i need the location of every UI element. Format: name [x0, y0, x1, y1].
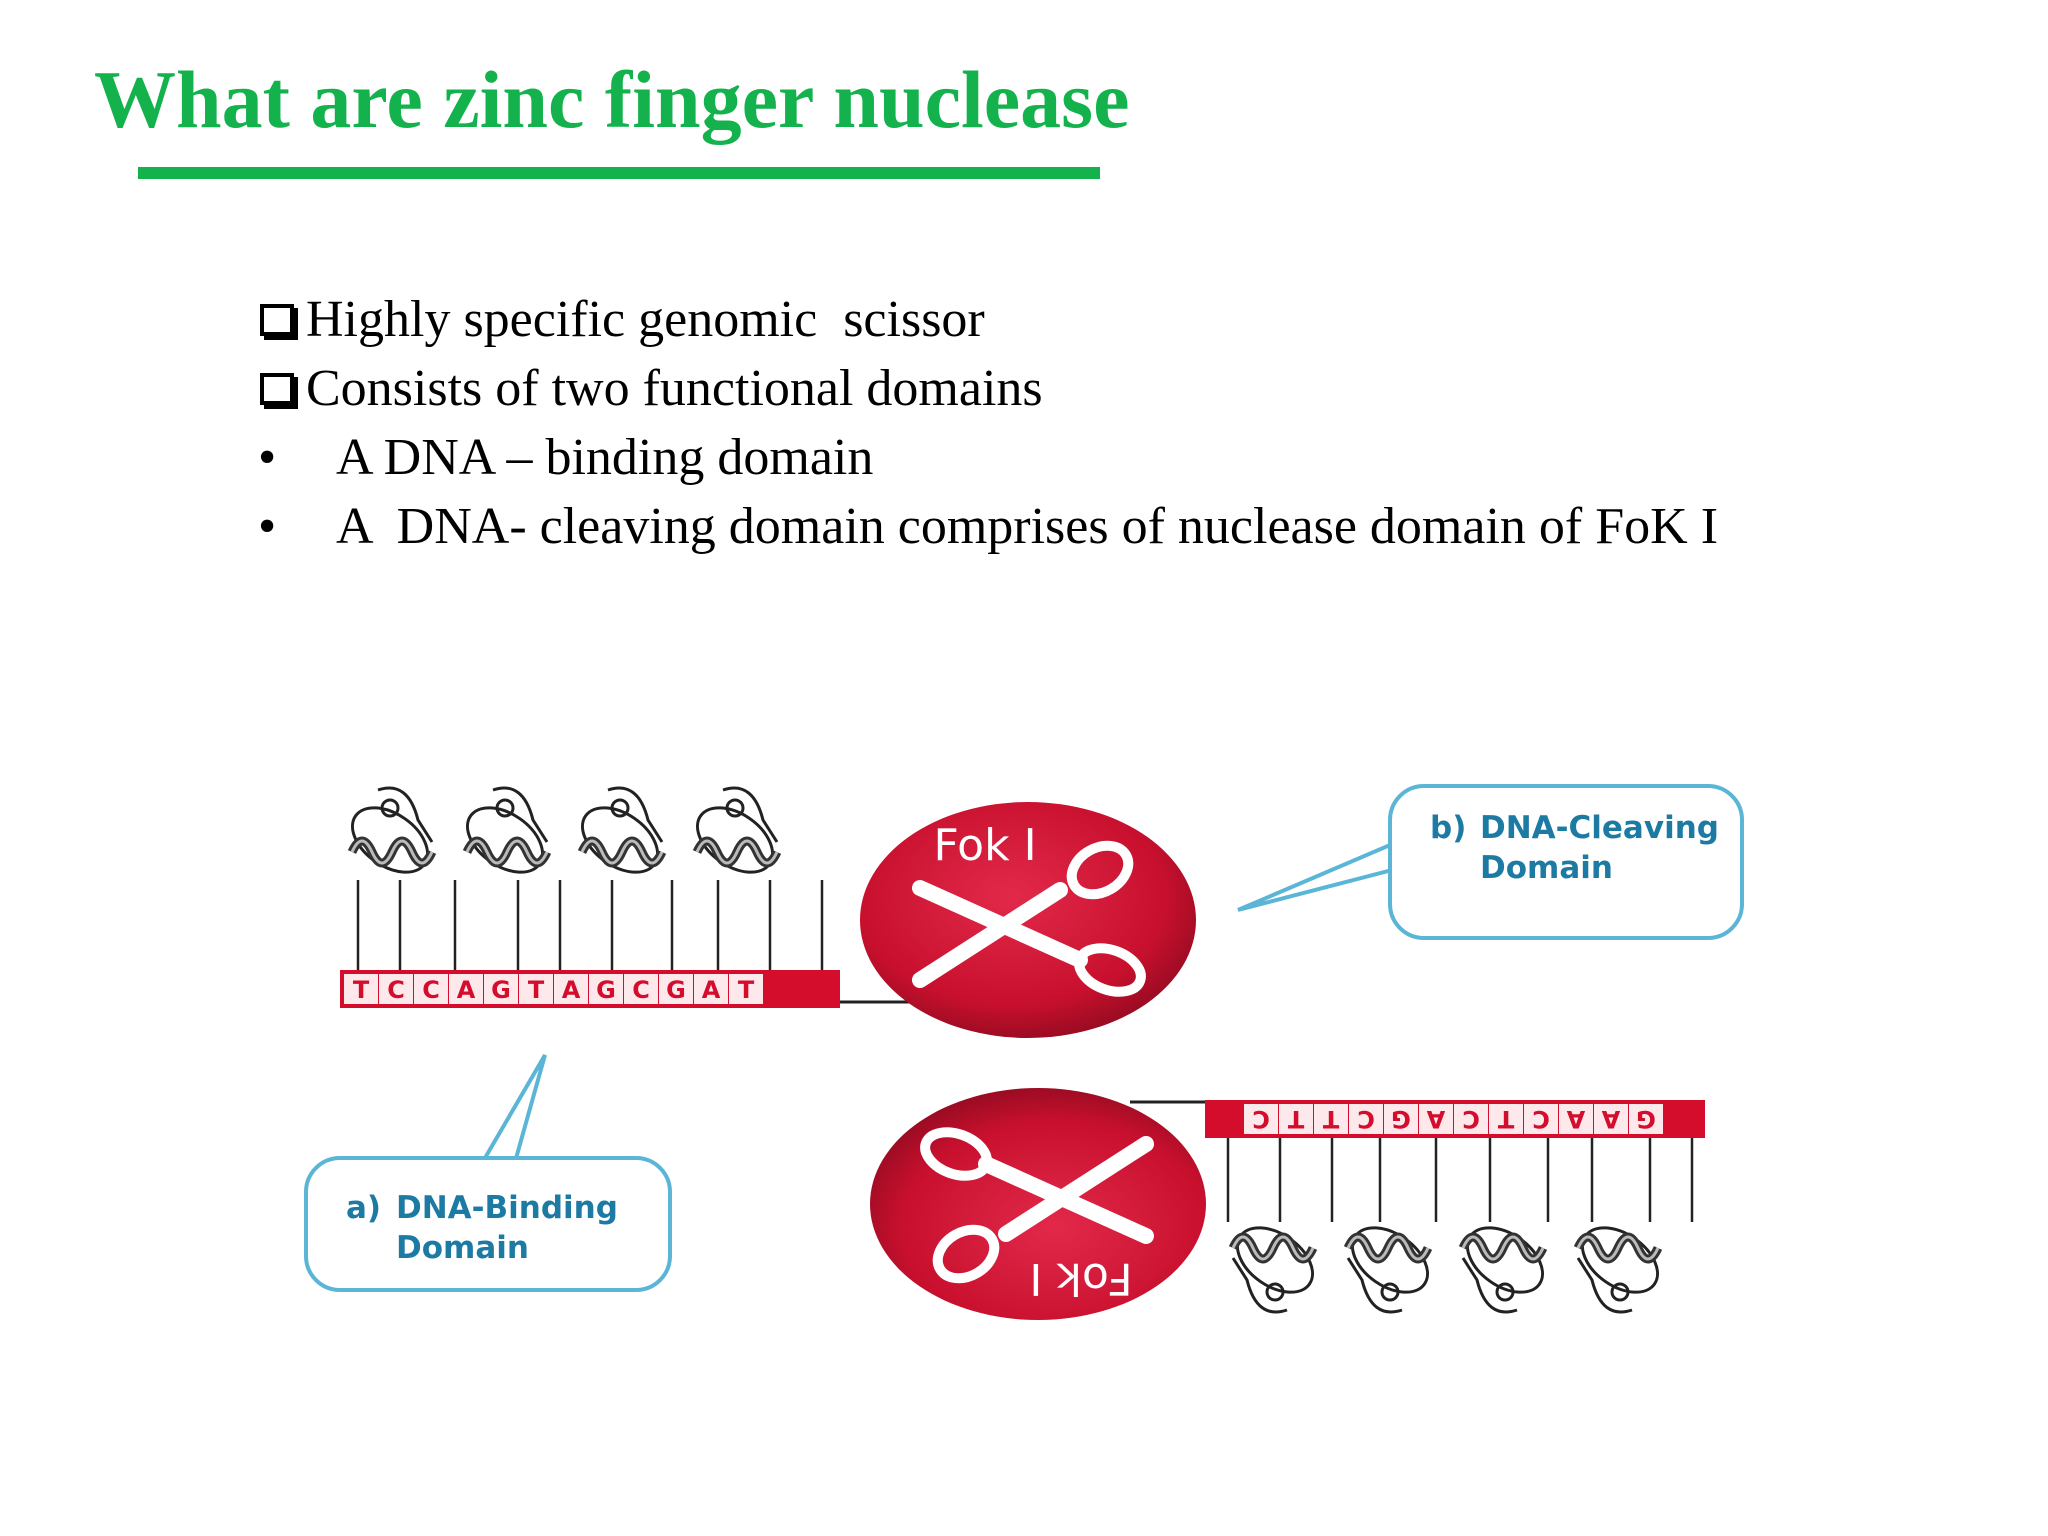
dna-base: A [702, 976, 721, 1004]
callout-line: Domain [1480, 850, 1613, 886]
bullet-item: A DNA – binding domain [258, 423, 1718, 492]
zinc-finger-icon [456, 788, 555, 885]
dna-base: G [491, 976, 511, 1004]
zinc-finger-icon [341, 788, 440, 885]
zinc-finger-icon [571, 788, 670, 885]
fok-i-bottom: Fok I [870, 1088, 1206, 1320]
slide-title: What are zinc finger nuclease [94, 54, 1130, 145]
dna-base: G [1391, 1105, 1411, 1133]
dna-base: A [1426, 1105, 1445, 1133]
dna-cleaving-callout[interactable]: b) DNA-Cleaving Domain [1237, 784, 1744, 940]
dna-base: A [457, 976, 476, 1004]
scissors-icon [920, 1127, 1154, 1284]
dna-base: C [632, 976, 650, 1004]
dna-base: T [1287, 1105, 1304, 1133]
callout-line: Domain [396, 1230, 529, 1266]
callout-letter: a) [346, 1190, 381, 1226]
dna-base: C [1357, 1105, 1375, 1133]
dna-base: T [1497, 1105, 1514, 1133]
dna-base: C [1532, 1105, 1550, 1133]
dna-base: C [387, 976, 405, 1004]
dna-binding-callout[interactable]: a) DNA-Binding Domain [304, 1053, 672, 1292]
zinc-finger-icon [1571, 1215, 1670, 1312]
dna-base: A [1601, 1105, 1620, 1133]
bullet-item: A DNA- cleaving domain comprises of nucl… [258, 492, 1718, 561]
dna-base: G [596, 976, 616, 1004]
dna-base: A [1566, 1105, 1585, 1133]
bottom-dna-strand: C T T C G A C T C A A G [1205, 1100, 1705, 1138]
dna-base: C [422, 976, 440, 1004]
top-zinc-fingers [356, 880, 824, 970]
zfn-diagram: T C C A G T A G C G A T Fok I b) DNA-Cle… [304, 770, 1744, 1320]
dna-base: T [1322, 1105, 1339, 1133]
dna-base: C [1252, 1105, 1270, 1133]
dna-base: G [1636, 1105, 1656, 1133]
scissors-icon [912, 840, 1146, 997]
bullet-list: Highly specific genomic scissor Consists… [258, 285, 1718, 561]
dna-base: T [738, 976, 755, 1004]
zinc-finger-icon [1341, 1215, 1440, 1312]
fok-i-label: Fok I [1029, 1253, 1132, 1304]
callout-letter: b) [1430, 810, 1466, 846]
bullet-item: Highly specific genomic scissor [258, 285, 1718, 354]
dna-base: T [528, 976, 545, 1004]
callout-line: DNA-Binding [396, 1190, 618, 1226]
top-dna-strand: T C C A G T A G C G A T [340, 970, 840, 1008]
callout-line: DNA-Cleaving [1480, 810, 1719, 846]
zinc-finger-icon [1226, 1215, 1325, 1312]
fok-i-top: Fok I [860, 802, 1196, 1038]
dna-base: C [1462, 1105, 1480, 1133]
dna-base: A [562, 976, 581, 1004]
bullet-item: Consists of two functional domains [258, 354, 1718, 423]
zinc-finger-icon [686, 788, 785, 885]
zinc-finger-icon [1456, 1215, 1555, 1312]
dna-base: T [353, 976, 370, 1004]
title-underline [138, 167, 1100, 179]
bottom-zinc-fingers [1226, 1138, 1694, 1222]
fok-i-label: Fok I [933, 820, 1036, 871]
dna-base: G [666, 976, 686, 1004]
